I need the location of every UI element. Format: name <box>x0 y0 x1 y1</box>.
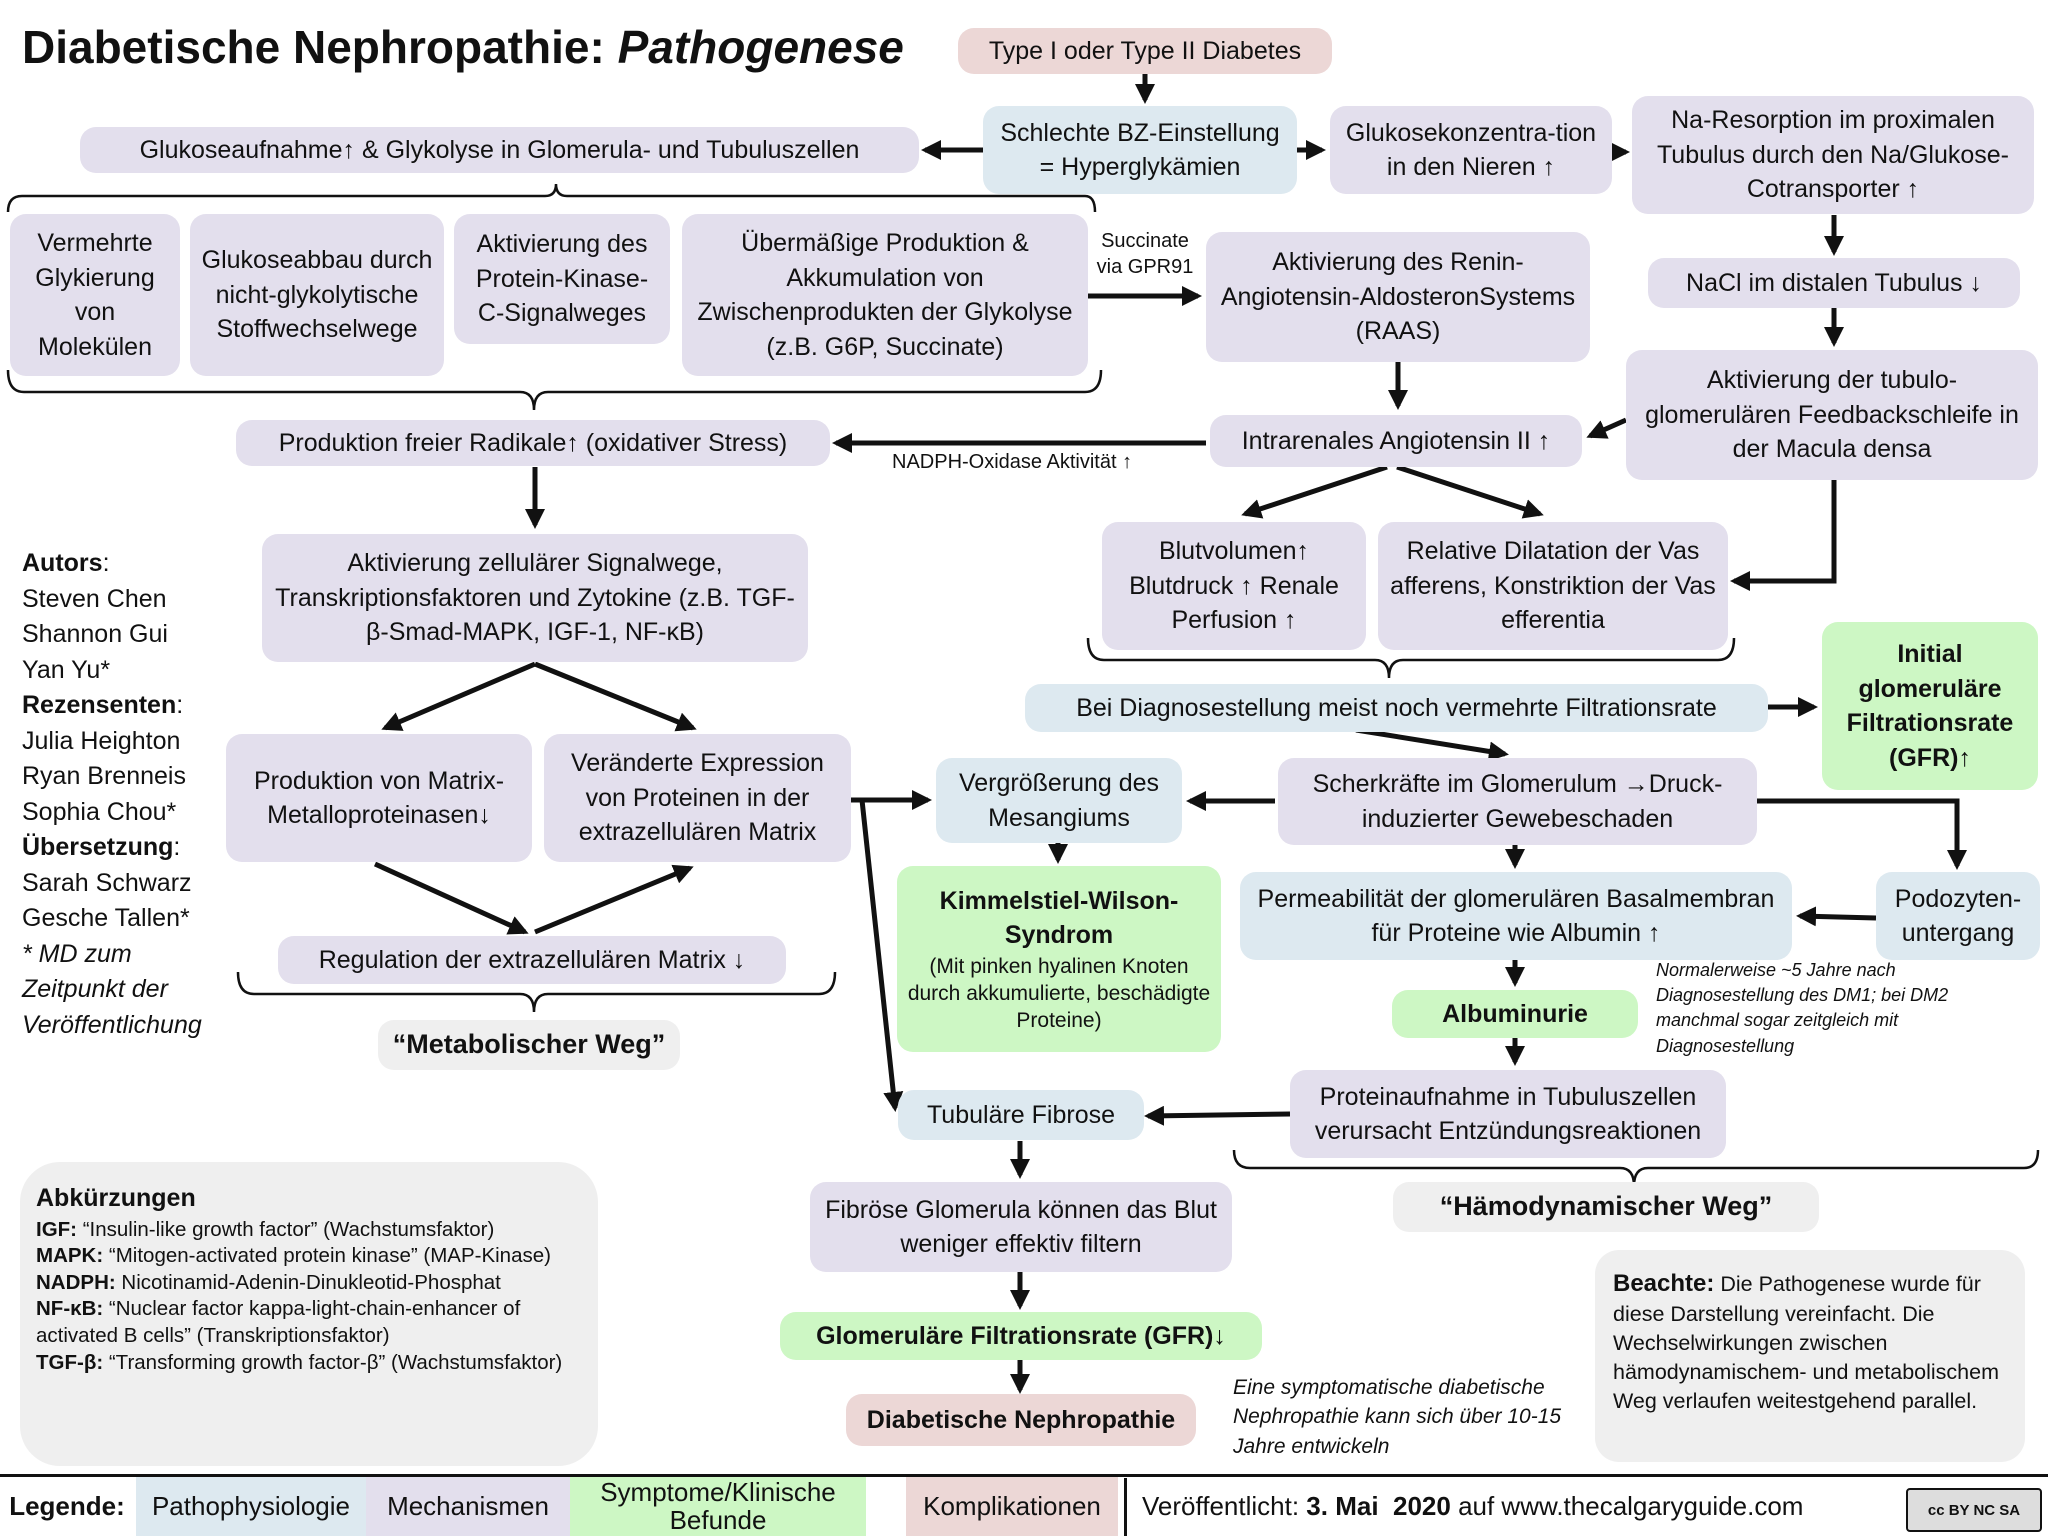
translation-label: Übersetzung <box>22 833 174 861</box>
abbreviation-item: MAPK: “Mitogen-activated protein kinase”… <box>36 1244 551 1268</box>
podozyten-node: Podozyten-untergang <box>1876 872 2040 960</box>
glykierung-node: Vermehrte Glykierung von Molekülen <box>10 214 180 376</box>
glukosekonzentration-node: Glukosekonzentra-tion in den Nieren ↑ <box>1330 106 1612 194</box>
symptomatisch-note: Eine symptomatische diabetische Nephropa… <box>1233 1376 1562 1458</box>
glukoseaufnahme-node: Glukoseaufnahme↑ & Glykolyse in Glomerul… <box>80 127 919 173</box>
haemodynamischer-weg-label: “Hämodynamischer Weg” <box>1393 1182 1819 1232</box>
abbreviation-item: IGF: “Insulin-like growth factor” (Wachs… <box>36 1217 495 1241</box>
mesangium-node: Vergrößerung des Mesangiums <box>936 758 1182 843</box>
note-text: Die Pathogenese wurde für diese Darstell… <box>1613 1272 1999 1414</box>
dilatation-node: Relative Dilatation der Vas afferens, Ko… <box>1378 522 1728 650</box>
note-label: Beachte: <box>1613 1270 1715 1297</box>
page-title: Diabetische Nephropathie: Pathogenese <box>22 21 904 73</box>
authors-block: Autors: Steven Chen Shannon Gui Yan Yu* … <box>22 546 232 1043</box>
abbreviations-heading: Abkürzungen <box>36 1184 196 1212</box>
succinate-label: Succinate via GPR91 <box>1096 230 1194 278</box>
signalwege-node: Aktivierung zellulärer Signalwege, Trans… <box>262 534 808 662</box>
abbreviation-item: NF-κB: “Nuclear factor kappa-light-chain… <box>36 1297 521 1348</box>
kimmelstiel-wilson-subtitle: (Mit pinken hyalinen Knoten durch akkumu… <box>907 954 1211 1033</box>
reviewer-name: Sophia Chou* <box>22 797 177 826</box>
abbreviation-item: NADPH: Nicotinamid-Adenin-Dinukleotid-Ph… <box>36 1270 501 1294</box>
radikale-node: Produktion freier Radikale↑ (oxidativer … <box>236 420 830 466</box>
type-diabetes-node: Type I oder Type II Diabetes <box>958 28 1332 74</box>
nacl-distal-node: NaCl im distalen Tubulus ↓ <box>1648 258 2020 308</box>
cc-license-icon: cc BY NC SA <box>1906 1488 2042 1532</box>
legend-mechanismen: Mechanismen <box>366 1477 570 1536</box>
scherkraefte-node: Scherkräfte im Glomerulum →Druck-induzie… <box>1278 758 1757 845</box>
regulation-node: Regulation der extrazellulären Matrix ↓ <box>278 936 786 984</box>
reviewers-label: Rezensenten <box>22 691 177 719</box>
gfr-down-node: Glomeruläre Filtrationsrate (GFR)↓ <box>780 1312 1262 1360</box>
pkc-node: Aktivierung des Protein-Kinase-C-Signalw… <box>454 214 670 344</box>
beachte-note: Beachte: Die Pathogenese wurde für diese… <box>1595 1250 2025 1462</box>
tubulaere-fibrose-node: Tubuläre Fibrose <box>898 1090 1144 1140</box>
autors-label: Autors <box>22 549 103 577</box>
metabolischer-weg-label: “Metabolischer Weg” <box>378 1020 680 1070</box>
glukoseabbau-node: Glukoseabbau durch nicht-glykolytische S… <box>190 214 444 376</box>
albuminurie-node: Albuminurie <box>1392 990 1638 1038</box>
blutvolumen-node: Blutvolumen↑ Blutdruck ↑ Renale Perfusio… <box>1102 522 1366 650</box>
published-date: 3. Mai 2020 <box>1306 1490 1451 1521</box>
reviewer-name: Ryan Brenneis <box>22 762 186 790</box>
feedback-node: Aktivierung der tubulo-glomerulären Feed… <box>1626 350 2038 480</box>
initial-gfr-node: Initial glomeruläre Filtrationsrate (GFR… <box>1822 622 2038 790</box>
zwischenprodukte-node: Übermäßige Produktion & Akkumulation von… <box>682 214 1088 376</box>
footer <box>0 1474 2048 1536</box>
author-name: Steven Chen <box>22 584 167 613</box>
fibroese-glomerula-node: Fibröse Glomerula können das Blut wenige… <box>810 1182 1232 1272</box>
reviewer-name: Julia Heighton <box>22 726 181 755</box>
angiotensin-node: Intrarenales Angiotensin II ↑ <box>1210 415 1582 467</box>
translator-name: Sarah Schwarz <box>22 868 192 897</box>
nadph-label: NADPH-Oxidase Aktivität ↑ <box>892 451 1133 473</box>
raas-node: Aktivierung des Renin-Angiotensin-Aldost… <box>1206 232 1590 362</box>
abbreviation-item: TGF-β: “Transforming growth factor-β” (W… <box>36 1350 563 1374</box>
diagnose-filtration-node: Bei Diagnosestellung meist noch vermehrt… <box>1025 684 1768 732</box>
legend-komplikationen: Komplikationen <box>906 1477 1118 1536</box>
expression-node: Veränderte Expression von Proteinen in d… <box>544 734 851 862</box>
kimmelstiel-wilson-title: Kimmelstiel-Wilson-Syndrom <box>939 886 1179 950</box>
md-footnote: * MD zum Zeitpunkt der Veröffentlichung <box>22 939 202 1039</box>
author-name: Yan Yu* <box>22 655 111 684</box>
kimmelstiel-wilson-node: Kimmelstiel-Wilson-Syndrom (Mit pinken h… <box>897 866 1221 1052</box>
hyperglykaemie-node: Schlechte BZ-Einstellung = Hyperglykämie… <box>983 106 1297 194</box>
permeabilitaet-node: Permeabilität der glomerulären Basalmemb… <box>1240 872 1792 960</box>
mmp-node: Produktion von Matrix-Metalloproteinasen… <box>226 734 532 862</box>
published-line: Veröffentlicht: 3. Mai 2020 auf www.thec… <box>1142 1490 1804 1521</box>
legend-symptome: Symptome/Klinische Befunde <box>570 1477 866 1536</box>
translator-name: Gesche Tallen* <box>22 904 190 932</box>
legend-pathophysiologie: Pathophysiologie <box>136 1477 366 1536</box>
proteinaufnahme-node: Proteinaufnahme in Tubuluszellen verursa… <box>1290 1070 1726 1158</box>
diabetische-nephropathie-node: Diabetische Nephropathie <box>846 1394 1196 1446</box>
abbreviations-panel: Abkürzungen IGF: “Insulin-like growth fa… <box>20 1162 598 1466</box>
na-resorption-node: Na-Resorption im proximalen Tubulus durc… <box>1632 96 2034 214</box>
author-name: Shannon Gui <box>22 620 168 648</box>
albuminurie-note: Normalerweise ~5 Jahre nach Diagnosestel… <box>1656 960 1949 1056</box>
legend-label: Legende: <box>9 1490 125 1521</box>
footer-divider <box>1124 1478 1127 1536</box>
